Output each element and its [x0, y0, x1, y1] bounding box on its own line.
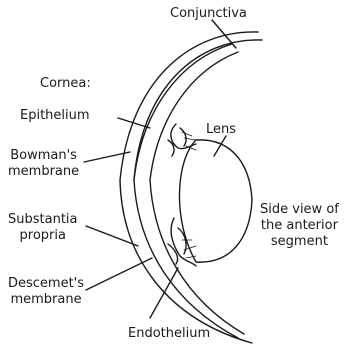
label-descemets-line2: membrane — [8, 292, 84, 308]
label-substantia-propria: Substantia propria — [8, 212, 78, 244]
leader-endothelium — [150, 268, 178, 318]
leader-descemets — [86, 258, 152, 290]
label-epithelium: Epithelium — [20, 108, 90, 124]
label-conjunctiva: Conjunctiva — [170, 6, 247, 22]
label-side-view-line2: the anterior — [260, 218, 339, 234]
label-side-view: Side view of the anterior segment — [260, 202, 339, 250]
label-cornea: Cornea: — [40, 76, 91, 92]
label-bowmans-membrane: Bowman's membrane — [8, 148, 79, 180]
label-substantia-line1: Substantia — [8, 212, 78, 228]
label-side-view-line1: Side view of — [260, 202, 339, 218]
label-descemets-membrane: Descemet's membrane — [8, 276, 84, 308]
label-bowmans-line1: Bowman's — [8, 148, 79, 164]
label-descemets-line1: Descemet's — [8, 276, 84, 292]
label-substantia-line2: propria — [8, 228, 78, 244]
iris-upper — [168, 124, 196, 156]
label-side-view-line3: segment — [260, 234, 339, 250]
label-bowmans-line2: membrane — [8, 164, 79, 180]
lens-shape — [179, 140, 252, 262]
label-lens: Lens — [206, 122, 236, 138]
zonule-fibers-upper — [182, 132, 196, 150]
conjunctiva-outer-curve — [120, 32, 258, 343]
label-endothelium: Endothelium — [128, 326, 210, 342]
